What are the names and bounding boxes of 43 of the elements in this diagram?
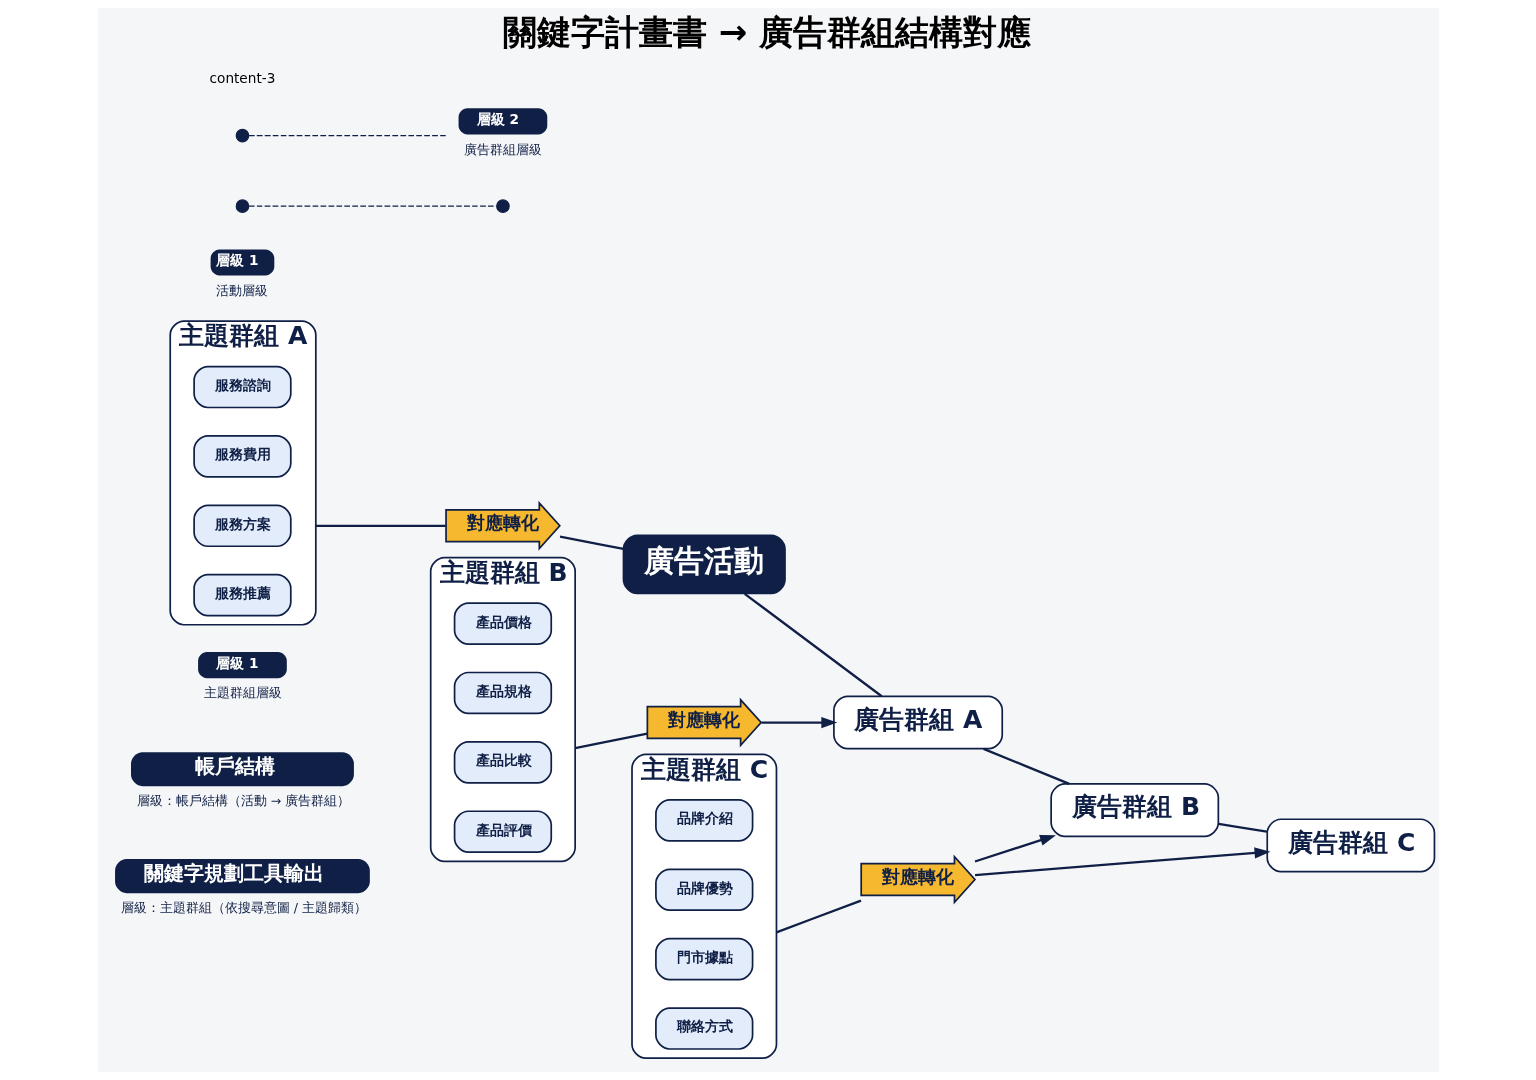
node-box: 品牌介紹 (654, 799, 753, 842)
node-box: 品牌優勢 (654, 868, 753, 912)
node-label: 層級：帳戶結構（活動 → 廣告群組） (136, 793, 350, 809)
node-box: 層級 1 (210, 249, 274, 276)
node-box: 帳戶結構 (130, 752, 354, 787)
node-label: 層級：主題群組（依搜尋意圖 / 主題歸類） (120, 900, 367, 916)
node-label: 主題群組層級 (203, 685, 282, 701)
node-circle (235, 128, 249, 143)
node-box: 產品評價 (453, 810, 552, 854)
node-box: 聯絡方式 (654, 1007, 753, 1050)
node-box: 廣告活動 (622, 534, 786, 595)
node-box: 服務諮詢 (192, 365, 292, 409)
node-box: 層級 1 (197, 652, 287, 679)
connector (559, 535, 624, 551)
arrow (974, 847, 1270, 877)
node-circle (495, 199, 510, 213)
diagram-title: 關鍵字計畫書 → 廣告群組結構對應 (502, 11, 1031, 52)
connector (247, 205, 497, 207)
node-box: 廣告群組 C (1265, 818, 1435, 873)
node-label: 廣告群組層級 (463, 141, 542, 157)
node-box: 產品價格 (453, 602, 552, 645)
arrow (974, 834, 1056, 863)
node-box: 服務推薦 (192, 573, 292, 617)
label: content-3 (209, 70, 275, 87)
node-box: 關鍵字規劃工具輸出 (114, 859, 370, 894)
connector (315, 524, 446, 527)
connector (982, 747, 1070, 785)
connector (574, 732, 648, 750)
node-box: 門市據點 (654, 937, 753, 981)
node-box: 層級 2 (458, 108, 547, 135)
connector (775, 899, 861, 934)
connector (1217, 822, 1267, 833)
node-label: 活動層級 (215, 282, 268, 298)
arrow (761, 716, 837, 729)
connector (247, 134, 447, 137)
node-box: 服務費用 (192, 435, 292, 478)
node-box: 廣告群組 A (832, 695, 1003, 750)
node-box: 廣告群組 B (1049, 783, 1219, 838)
connector (743, 592, 882, 698)
node-box: 產品規格 (453, 671, 552, 715)
node-circle (235, 199, 249, 213)
node-box: 產品比較 (453, 741, 552, 784)
node-box: 服務方案 (192, 504, 292, 548)
